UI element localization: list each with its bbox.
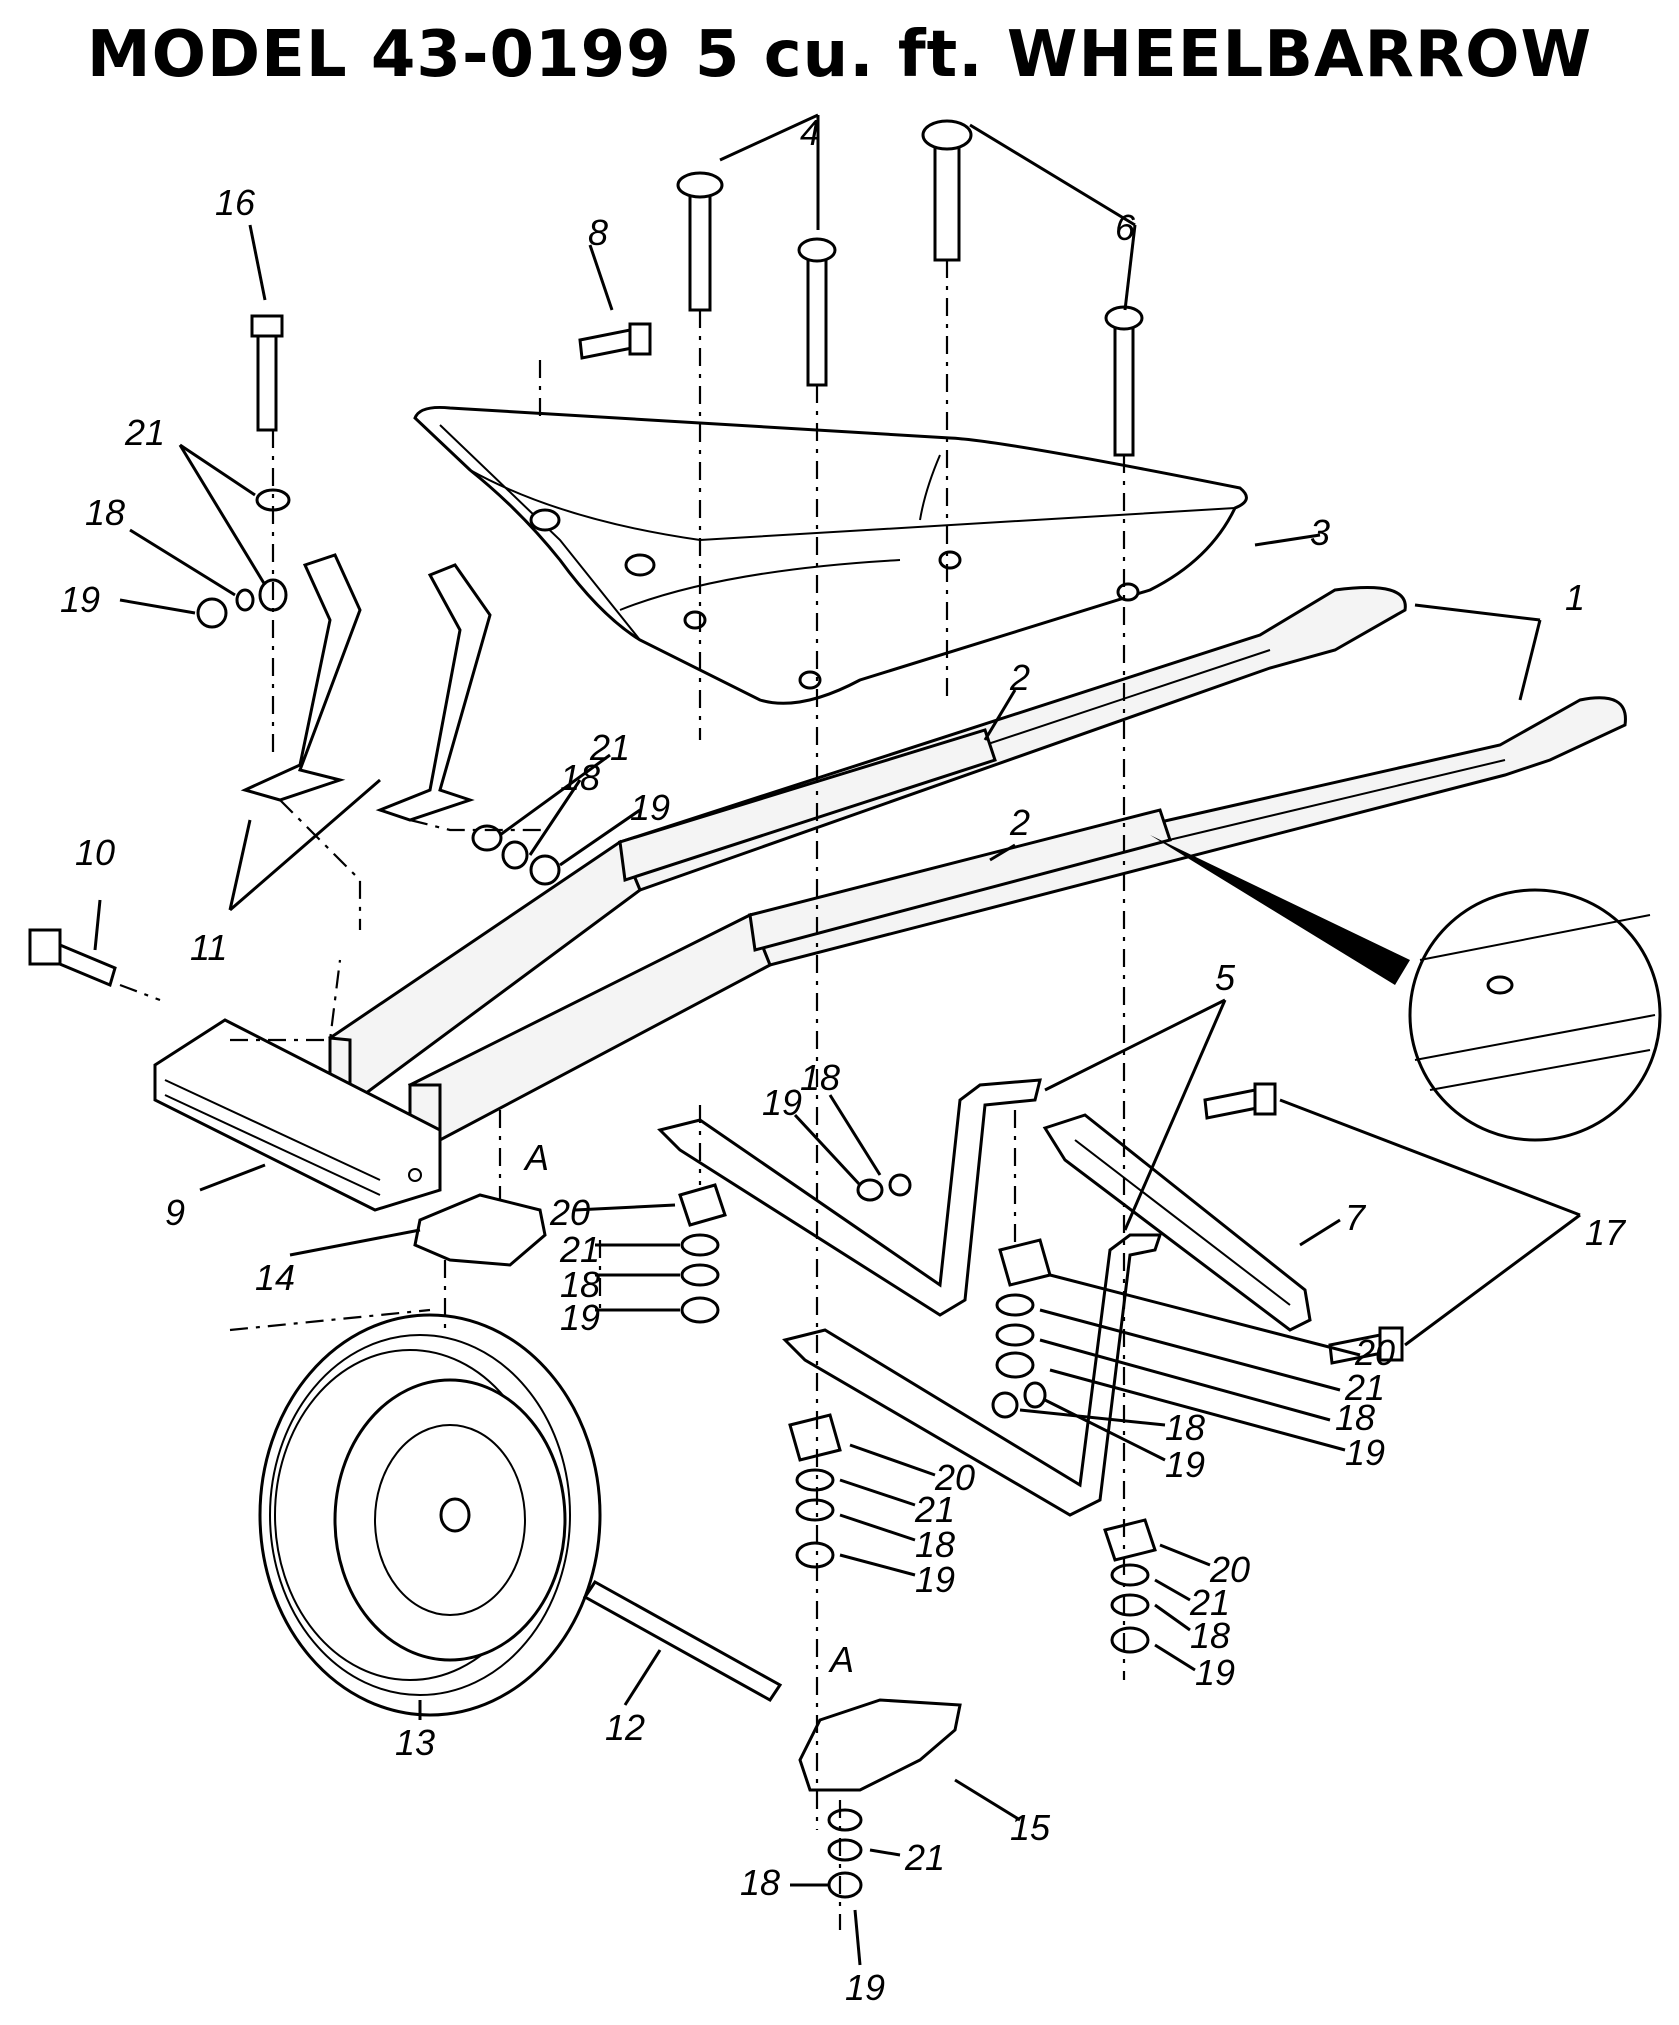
label-7: 7: [1345, 1197, 1367, 1238]
label-12: 12: [605, 1707, 645, 1748]
center-lines: [119, 260, 1126, 1930]
label-14: 14: [255, 1257, 295, 1298]
label-21-a: 21: [124, 412, 165, 453]
label-19-h: 19: [1195, 1652, 1235, 1693]
label-20-b: 20: [1354, 1332, 1395, 1373]
label-19-a: 19: [60, 579, 100, 620]
label-21-b: 21: [589, 727, 630, 768]
label-19-b: 19: [630, 787, 670, 828]
label-21-c: 21: [559, 1229, 600, 1270]
label-16: 16: [215, 182, 256, 223]
axle-part-12: [582, 1580, 783, 1702]
leader-lines: [93, 113, 1581, 1966]
label-18-b: 18: [560, 757, 600, 798]
label-18-e: 18: [1335, 1397, 1375, 1438]
label-8: 8: [588, 212, 608, 253]
label-20-d: 20: [1209, 1549, 1250, 1590]
detail-callout: [1150, 835, 1662, 1142]
label-4: 4: [800, 112, 820, 153]
label-19-i: 19: [845, 1967, 885, 2008]
label-18-h: 18: [1190, 1615, 1230, 1656]
bolts: [28, 119, 1404, 1365]
label-11: 11: [190, 927, 227, 968]
cross-brace-part-9: [153, 1018, 442, 1212]
label-A-bottom: A: [828, 1639, 854, 1680]
label-19-g: 19: [915, 1559, 955, 1600]
label-2-a: 2: [1009, 657, 1030, 698]
label-17: 17: [1585, 1212, 1627, 1253]
label-15: 15: [1010, 1807, 1051, 1848]
part-labels: 4 6 8 16 21 18 19 3 1 2 2 21 18 19 11 10…: [60, 112, 1627, 2008]
label-21-d: 21: [1344, 1367, 1385, 1408]
leg-braces-part-11: [240, 553, 492, 822]
label-19-c: 19: [560, 1297, 600, 1338]
label-1: 1: [1565, 577, 1585, 618]
label-3: 3: [1310, 512, 1330, 553]
axle-bracket-part-14: [413, 1193, 547, 1267]
label-21-e: 21: [914, 1489, 955, 1530]
label-A-top: A: [523, 1137, 549, 1178]
label-21-g: 21: [904, 1837, 945, 1878]
label-10: 10: [75, 832, 115, 873]
label-13: 13: [395, 1722, 435, 1763]
label-18-i: 18: [740, 1862, 780, 1903]
label-18-d: 18: [800, 1057, 840, 1098]
label-19-d: 19: [762, 1082, 802, 1123]
tray-part-3: [413, 406, 1248, 705]
handles-part-1: [328, 586, 1627, 1143]
label-9: 9: [165, 1192, 185, 1233]
label-21-f: 21: [1189, 1582, 1230, 1623]
label-20-c: 20: [934, 1457, 975, 1498]
label-19-e: 19: [1345, 1432, 1385, 1473]
label-19-f: 19: [1165, 1444, 1205, 1485]
axle-bracket-part-15: [798, 1698, 962, 1792]
label-20-a: 20: [549, 1192, 590, 1233]
brace-part-7: [1042, 1113, 1312, 1332]
label-5: 5: [1215, 957, 1236, 998]
diagram-title: MODEL 43-0199 5 cu. ft. WHEELBARROW: [86, 18, 1593, 92]
label-6: 6: [1115, 207, 1136, 248]
label-18-g: 18: [915, 1524, 955, 1565]
label-2-b: 2: [1009, 802, 1030, 843]
label-18-f: 18: [1165, 1407, 1205, 1448]
wheel-part-13: [258, 1313, 602, 1717]
label-18-a: 18: [85, 492, 125, 533]
label-18-c: 18: [560, 1264, 600, 1305]
legs-part-5: [657, 1078, 1163, 1517]
